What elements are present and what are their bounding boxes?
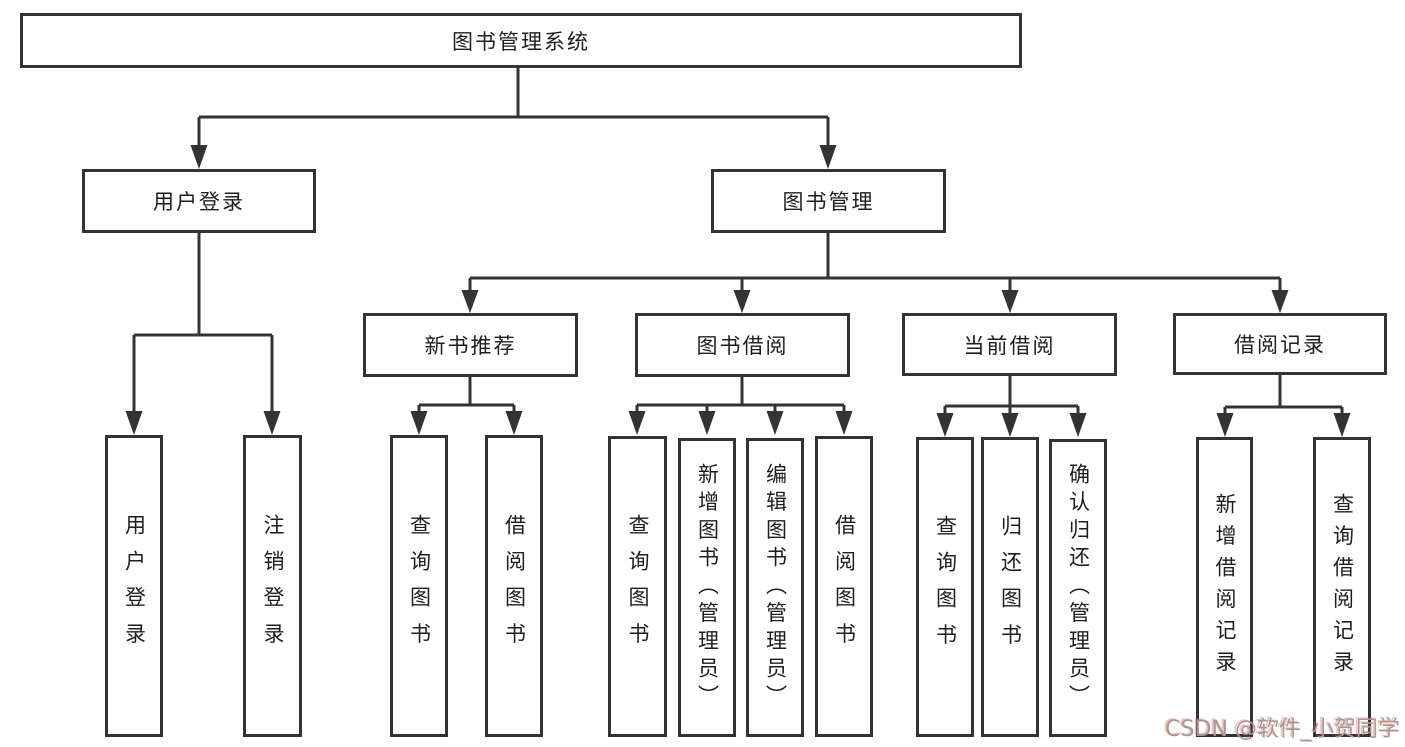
- leaf-borrow-book: 借阅图书: [815, 436, 873, 737]
- leaf-borrow-book-recommend: 借阅图书: [485, 435, 543, 737]
- leaf-logout: 注销登录: [243, 435, 302, 737]
- leaf-label: 查询借阅记录: [1330, 492, 1355, 682]
- node-current-borrow: 当前借阅: [902, 313, 1117, 376]
- leaf-add-borrow-record: 新增借阅记录: [1196, 437, 1253, 737]
- node-book-management: 图书管理: [711, 169, 946, 233]
- leaf-label: 确认归还（管理员）: [1066, 463, 1091, 713]
- leaf-query-book-current: 查询图书: [916, 437, 974, 737]
- node-borrow-records: 借阅记录: [1173, 313, 1387, 375]
- leaf-edit-book-admin: 编辑图书（管理员）: [746, 438, 804, 737]
- leaf-user-login: 用户登录: [105, 435, 163, 737]
- connector-paths: [132, 68, 1344, 414]
- leaf-add-book-admin: 新增图书（管理员）: [678, 438, 736, 737]
- node-book-borrow: 图书借阅: [635, 313, 850, 377]
- node-root: 图书管理系统: [20, 13, 1022, 68]
- node-user-login: 用户登录: [82, 169, 316, 233]
- leaf-query-book-borrow: 查询图书: [608, 436, 667, 737]
- leaf-label: 用户登录: [122, 513, 147, 659]
- leaf-confirm-return-admin: 确认归还（管理员）: [1049, 439, 1107, 737]
- leaf-label: 新增图书（管理员）: [695, 462, 720, 713]
- node-new-book-recommend: 新书推荐: [363, 313, 578, 377]
- leaf-label: 借阅图书: [502, 513, 527, 659]
- leaf-query-book-recommend: 查询图书: [390, 435, 448, 737]
- arrowheads: [125, 145, 1351, 437]
- leaf-label: 借阅图书: [832, 514, 857, 659]
- watermark: CSDN @软件_小贺同学: [1165, 717, 1400, 742]
- leaf-label: 新增借阅记录: [1213, 492, 1237, 682]
- leaf-label: 编辑图书（管理员）: [763, 462, 788, 713]
- leaf-label: 查询图书: [933, 514, 958, 660]
- leaf-query-borrow-record: 查询借阅记录: [1313, 437, 1371, 737]
- leaf-label: 归还图书: [998, 514, 1023, 660]
- leaf-label: 注销登录: [261, 513, 285, 659]
- leaf-return-book: 归还图书: [981, 437, 1039, 737]
- leaf-label: 查询图书: [626, 514, 650, 659]
- leaf-label: 查询图书: [407, 513, 432, 659]
